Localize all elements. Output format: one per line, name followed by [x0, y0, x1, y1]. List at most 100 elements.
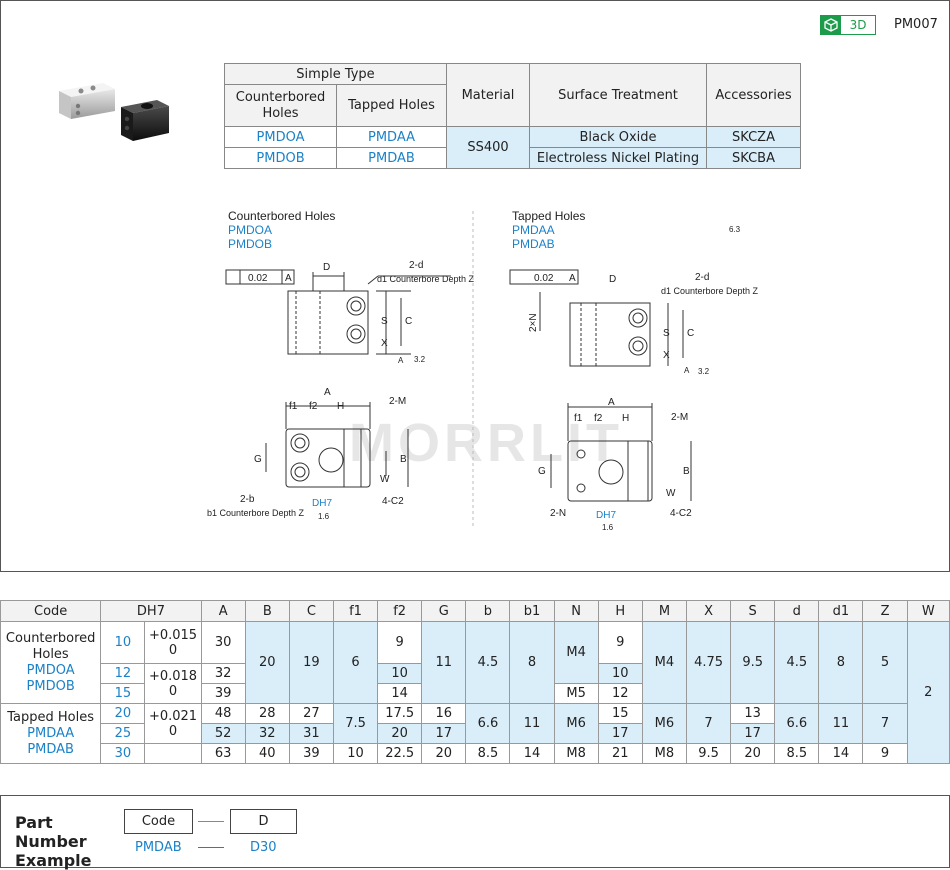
x-cell: 9.5	[685, 743, 732, 764]
roughness-16: 1.6	[318, 512, 330, 521]
example-code: PMDAB	[135, 840, 182, 855]
surface-cell: Black Oxide	[529, 126, 707, 148]
example-d: D30	[250, 840, 277, 855]
right-dim-DH7: DH7	[596, 510, 616, 521]
group-code[interactable]: PMDOB	[26, 678, 75, 694]
col-header: B	[244, 600, 290, 622]
b1-cell: 11	[509, 703, 555, 744]
col-header: Z	[862, 600, 908, 622]
f1-cell: 6	[332, 621, 379, 704]
part-link-pmdob[interactable]: PMDOB	[224, 147, 337, 169]
f1-cell: 10	[332, 743, 379, 764]
group-code[interactable]: PMDAA	[27, 725, 75, 741]
drawing-watermark: MORRLIT	[349, 413, 623, 473]
m-cell: M4	[641, 621, 687, 704]
col-header: d1	[818, 600, 864, 622]
g-cell: 17	[421, 723, 467, 744]
tolerance-upper: +0.015	[148, 627, 198, 643]
right-top-view	[550, 403, 692, 502]
group-code[interactable]: PMDAB	[27, 741, 74, 757]
dim-X: X	[381, 338, 388, 349]
group-code[interactable]: PMDOA	[26, 662, 75, 678]
dim-f2: f2	[309, 401, 318, 412]
dim-S: S	[381, 316, 388, 327]
col-header: f2	[377, 600, 423, 622]
right-drawing-title: Tapped Holes	[512, 209, 585, 223]
d-cell: 4.5	[774, 621, 820, 704]
a-cell: 63	[200, 743, 246, 764]
right-roughness-16: 1.6	[602, 523, 614, 532]
right-dim-C: C	[687, 328, 694, 339]
dim-2xN: 2×N	[528, 313, 539, 332]
f2-cell: 17.5	[377, 703, 423, 724]
x-cell: 7	[685, 703, 732, 744]
h-cell: 9	[597, 621, 643, 664]
right-dim-W: W	[666, 488, 676, 499]
3d-label: 3D	[849, 18, 867, 32]
dim-2N: 2-N	[550, 508, 566, 519]
col-header: f1	[332, 600, 379, 622]
accessory-cell: SKCBA	[706, 147, 801, 169]
b-small-cell: 4.5	[465, 621, 511, 704]
z-cell: 7	[862, 703, 908, 744]
b1-cell: 14	[509, 743, 555, 764]
dim-DH7: DH7	[312, 498, 332, 509]
group-tapped: Tapped Holes PMDAA PMDAB	[0, 703, 102, 764]
product-image	[59, 83, 169, 141]
col-header: H	[597, 600, 643, 622]
dim-2M: 2-M	[389, 396, 406, 407]
b-cell: 32	[244, 723, 290, 744]
d1-cell: 11	[818, 703, 864, 744]
roughness-63: 6.3	[729, 225, 741, 234]
m-cell: M6	[641, 703, 687, 744]
right-dim-2M: 2-M	[671, 412, 688, 423]
h-cell: 17	[597, 723, 643, 744]
col-header: M	[641, 600, 687, 622]
dim-A: A	[324, 387, 331, 398]
f2-cell: 14	[377, 683, 423, 704]
dim-f1: f1	[289, 401, 298, 412]
dim-b1: b1 Counterbore Depth Z	[207, 508, 305, 518]
part-link-pmdoa[interactable]: PMDOA	[224, 126, 337, 148]
right-dim-2d: 2-d	[695, 272, 709, 283]
s-cell: 17	[730, 723, 776, 744]
n-cell: M8	[553, 743, 599, 764]
example-separator	[198, 847, 224, 848]
c-cell: 19	[288, 621, 334, 704]
d-value[interactable]: 25	[100, 723, 146, 744]
h-cell: 10	[597, 663, 643, 684]
roughness-32: 3.2	[414, 355, 426, 364]
n-cell: M6	[553, 703, 599, 744]
a-cell: 39	[200, 683, 246, 704]
h-cell: 21	[597, 743, 643, 764]
right-tol-value: 0.02	[534, 273, 554, 284]
a-cell: 48	[200, 703, 246, 724]
3d-model-button[interactable]: 3D	[820, 15, 876, 35]
left-front-view	[225, 269, 451, 355]
tolerance-upper: +0.021	[148, 708, 198, 724]
tolerance-upper: +0.018	[148, 668, 198, 684]
col-header: S	[730, 600, 776, 622]
b-cell: 28	[244, 703, 290, 724]
n-cell: M4	[553, 621, 599, 684]
g-cell: 16	[421, 703, 467, 724]
part-link-pmdab[interactable]: PMDAB	[336, 147, 447, 169]
d-cell: 8.5	[774, 743, 820, 764]
d-value[interactable]: 12	[100, 663, 146, 684]
d-value[interactable]: 20	[100, 703, 146, 724]
right-dim-S: S	[663, 328, 670, 339]
b1-cell: 8	[509, 621, 555, 704]
b-cell: 20	[244, 621, 290, 704]
d-value[interactable]: 30	[100, 743, 146, 764]
d-value[interactable]: 15	[100, 683, 146, 704]
right-dim-H: H	[622, 413, 629, 424]
part-link-pmdaa[interactable]: PMDAA	[336, 126, 447, 148]
d-value[interactable]: 10	[100, 621, 146, 664]
part-number-title: Part Number Example	[15, 813, 92, 870]
right-drawing-code-2: PMDAB	[512, 237, 555, 251]
tolerance-lower: 0	[168, 723, 178, 739]
surface-treatment-header: Surface Treatment	[529, 63, 707, 127]
